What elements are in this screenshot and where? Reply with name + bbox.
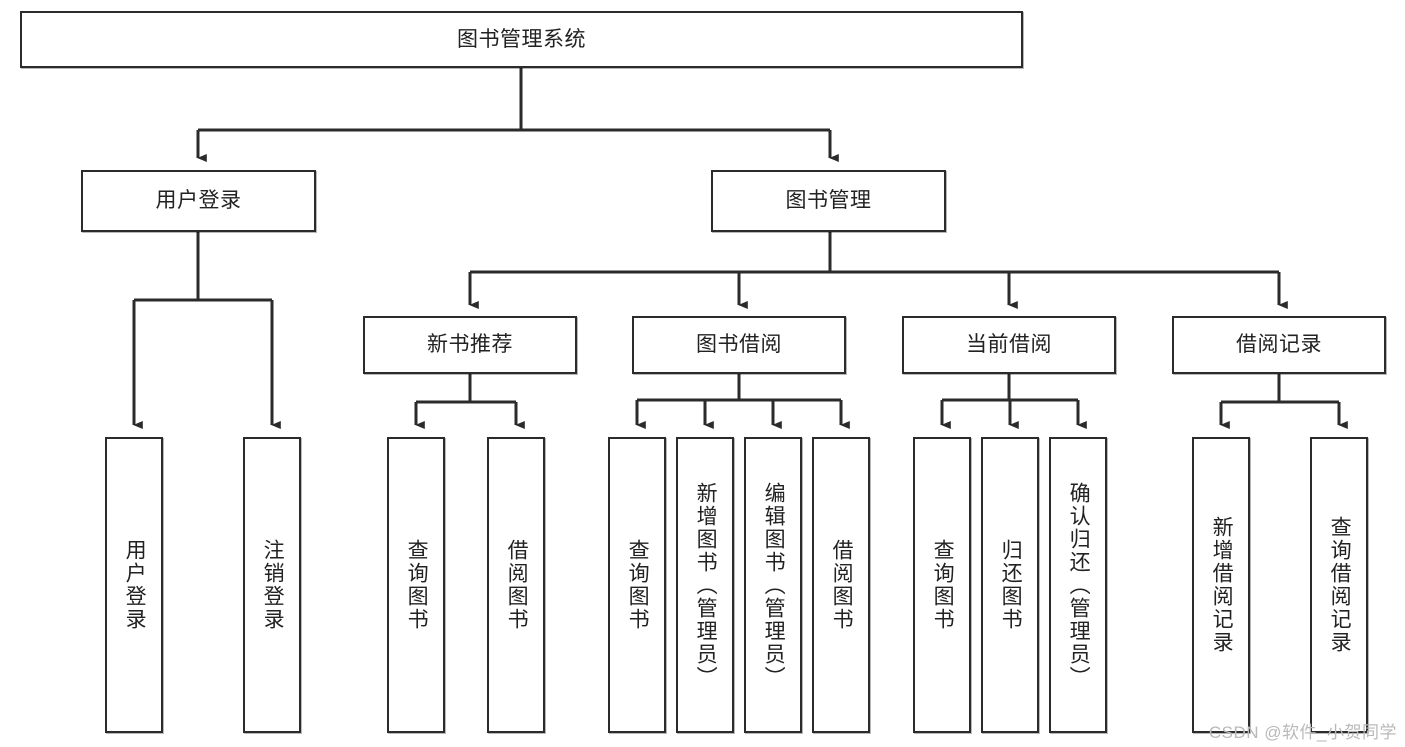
node-leaf-logout-label: 注销登录 (261, 539, 285, 631)
node-leaf-edit-book-label: 编辑图书（管理员） (762, 481, 786, 689)
node-leaf-query-book-1[interactable]: 查询图书 (387, 437, 445, 733)
node-leaf-logout[interactable]: 注销登录 (243, 437, 301, 733)
node-leaf-user-login-label: 用户登录 (123, 539, 147, 631)
node-leaf-edit-book[interactable]: 编辑图书（管理员） (744, 437, 802, 733)
node-current-borrow-label: 当前借阅 (966, 333, 1052, 357)
node-borrow-record-label: 借阅记录 (1236, 333, 1322, 357)
node-leaf-borrow-book-1-label: 借阅图书 (505, 539, 529, 631)
node-new-book-rec[interactable]: 新书推荐 (363, 316, 577, 374)
node-leaf-query-book-1-label: 查询图书 (405, 539, 429, 631)
node-leaf-confirm-return[interactable]: 确认归还（管理员） (1049, 437, 1107, 733)
node-leaf-add-record-label: 新增借阅记录 (1210, 516, 1234, 654)
node-leaf-borrow-book-1[interactable]: 借阅图书 (487, 437, 545, 733)
node-book-manage-label: 图书管理 (785, 189, 872, 213)
node-leaf-query-book-3-label: 查询图书 (931, 539, 955, 631)
node-leaf-add-record[interactable]: 新增借阅记录 (1192, 437, 1250, 733)
node-leaf-query-book-2[interactable]: 查询图书 (608, 437, 666, 733)
node-leaf-query-record[interactable]: 查询借阅记录 (1310, 437, 1368, 733)
node-borrow-record[interactable]: 借阅记录 (1172, 316, 1386, 374)
node-leaf-return-book-label: 归还图书 (999, 539, 1023, 631)
node-leaf-add-book[interactable]: 新增图书（管理员） (676, 437, 734, 733)
node-user-login[interactable]: 用户登录 (81, 170, 316, 232)
node-leaf-borrow-book-2-label: 借阅图书 (830, 539, 854, 631)
node-leaf-user-login[interactable]: 用户登录 (105, 437, 163, 733)
node-new-book-rec-label: 新书推荐 (427, 333, 513, 357)
node-leaf-confirm-return-label: 确认归还（管理员） (1067, 481, 1091, 689)
node-user-login-label: 用户登录 (155, 189, 242, 213)
node-leaf-query-book-3[interactable]: 查询图书 (913, 437, 971, 733)
node-leaf-add-book-label: 新增图书（管理员） (694, 481, 718, 689)
node-current-borrow[interactable]: 当前借阅 (902, 316, 1116, 374)
node-leaf-query-book-2-label: 查询图书 (626, 539, 650, 631)
node-book-manage[interactable]: 图书管理 (711, 170, 946, 232)
node-root-label: 图书管理系统 (457, 27, 586, 51)
node-leaf-query-record-label: 查询借阅记录 (1328, 516, 1352, 654)
node-leaf-return-book[interactable]: 归还图书 (981, 437, 1039, 733)
node-leaf-borrow-book-2[interactable]: 借阅图书 (812, 437, 870, 733)
node-root[interactable]: 图书管理系统 (20, 11, 1023, 68)
node-book-borrow[interactable]: 图书借阅 (632, 316, 846, 374)
node-book-borrow-label: 图书借阅 (696, 333, 782, 357)
